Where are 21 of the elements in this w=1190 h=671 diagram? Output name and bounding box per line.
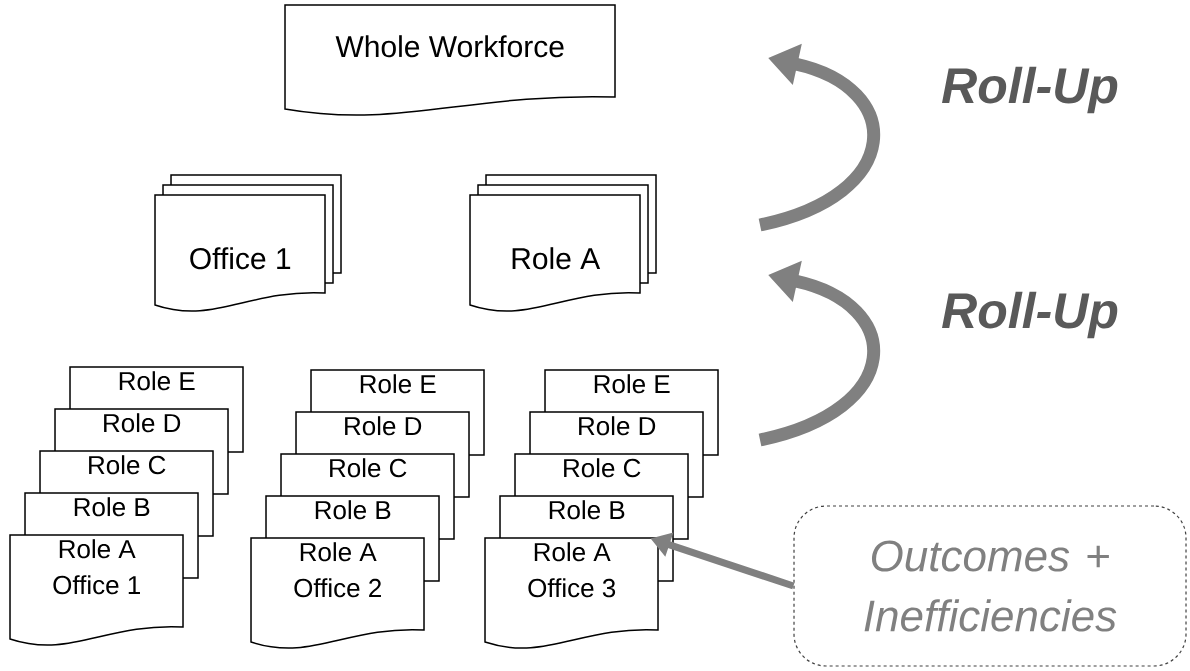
- arrow-label: Roll-Up: [942, 291, 1118, 339]
- document-sheet: Role B: [499, 495, 674, 539]
- document-stack: Role A: [469, 174, 657, 312]
- document-sheet: Whole Workforce: [284, 4, 616, 116]
- document-sheet: Role D: [529, 411, 704, 455]
- document-sheet: Role C: [280, 453, 455, 497]
- document-sheet: Role A Office 3: [484, 537, 659, 649]
- document-sheet: Role A Office 2: [250, 537, 425, 649]
- document-sheet: Role E: [544, 369, 719, 413]
- document-sheet: Role B: [265, 495, 440, 539]
- document-stack: Office 1: [154, 174, 342, 312]
- document-sheet: Role C: [39, 450, 214, 494]
- arrow-label: Roll-Up: [942, 66, 1118, 114]
- document-sheet: Role A Office 1: [9, 534, 184, 646]
- document-sheet: Role C: [514, 453, 689, 497]
- document-sheet: Role D: [54, 408, 229, 452]
- document-sheet: Role E: [310, 369, 485, 413]
- document-sheet: Role E: [69, 366, 244, 410]
- dashed-callout-box: Outcomes + Inefficiencies: [793, 505, 1187, 667]
- document-sheet: Role B: [24, 492, 199, 536]
- document-sheet: Role D: [295, 411, 470, 455]
